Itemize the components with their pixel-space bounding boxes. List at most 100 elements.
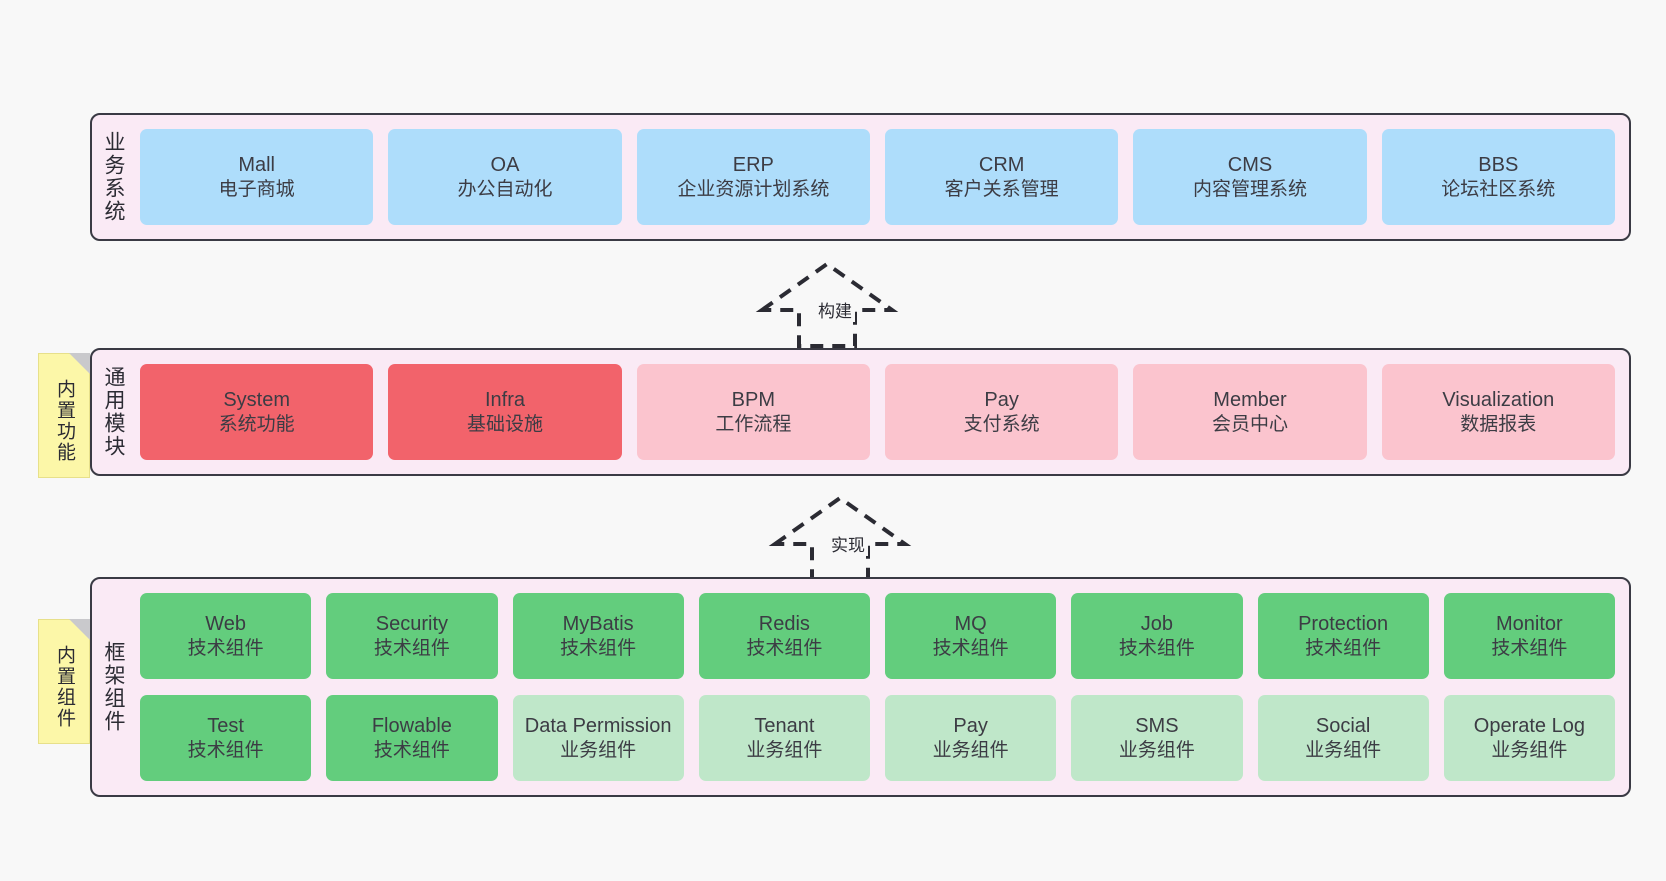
tile-title: Test (207, 715, 244, 738)
tile-test[interactable]: Test 技术组件 (140, 695, 312, 781)
arrow-build: 构建 (752, 258, 902, 350)
tile-redis[interactable]: Redis 技术组件 (698, 593, 870, 679)
tile-subtitle: 业务组件 (932, 739, 1009, 761)
tile-subtitle: 业务组件 (746, 739, 823, 761)
tile-title: Web (205, 613, 246, 636)
tile-title: Monitor (1496, 613, 1563, 636)
tile-subtitle: 技术组件 (1305, 637, 1382, 659)
tile-subtitle: 企业资源计划系统 (677, 178, 830, 200)
tile-oa[interactable]: OA 办公自动化 (388, 129, 622, 225)
tile-subtitle: 数据报表 (1460, 413, 1537, 435)
tile-subtitle: 技术组件 (373, 637, 450, 659)
tile-title: Operate Log (1473, 715, 1585, 738)
tile-flowable[interactable]: Flowable 技术组件 (326, 695, 498, 781)
tile-subtitle: 办公自动化 (457, 178, 553, 200)
tile-subtitle: 技术组件 (187, 739, 264, 761)
tile-title: Job (1140, 613, 1173, 636)
dashed-generalization-arrow-icon (768, 495, 912, 582)
tile-subtitle: 电子商城 (218, 178, 295, 200)
tile-title: Security (375, 613, 448, 636)
tile-subtitle: 内容管理系统 (1192, 178, 1307, 200)
tile-infra[interactable]: Infra 基础设施 (388, 364, 622, 460)
tile-title: CMS (1227, 154, 1273, 177)
tile-subtitle: 业务组件 (1491, 739, 1568, 761)
tile-job[interactable]: Job 技术组件 (1071, 593, 1243, 679)
tile-subtitle: 基础设施 (466, 413, 543, 435)
tile-crm[interactable]: CRM 客户关系管理 (884, 129, 1119, 225)
tile-title: BBS (1478, 154, 1519, 177)
tile-title: OA (490, 154, 520, 177)
section-business-systems: 业务系统 Mall 电子商城 OA 办公自动化 ERP 企业资源计划系统 CRM… (90, 113, 1631, 241)
section-body-framework-components: Web 技术组件 Security 技术组件 MyBatis 技术组件 Redi… (134, 579, 1629, 795)
sticky-note-builtin-functions: 内置功能 (38, 353, 90, 478)
tile-subtitle: 会员中心 (1211, 413, 1288, 435)
tile-monitor[interactable]: Monitor 技术组件 (1443, 593, 1615, 679)
tile-tenant[interactable]: Tenant 业务组件 (698, 695, 870, 781)
tile-subtitle: 技术组件 (373, 739, 450, 761)
tile-mq[interactable]: MQ 技术组件 (885, 593, 1057, 679)
tile-subtitle: 系统功能 (218, 413, 295, 435)
tile-sms[interactable]: SMS 业务组件 (1071, 695, 1243, 781)
tile-title: Tenant (754, 715, 815, 738)
tile-title: System (223, 389, 290, 412)
tile-mall[interactable]: Mall 电子商城 (140, 129, 374, 225)
tile-erp[interactable]: ERP 企业资源计划系统 (636, 129, 870, 225)
tile-pay-module[interactable]: Pay 支付系统 (884, 364, 1119, 460)
tile-visualization[interactable]: Visualization 数据报表 (1381, 364, 1615, 460)
dashed-generalization-arrow-icon (755, 261, 899, 348)
tile-subtitle: 技术组件 (1491, 637, 1568, 659)
tile-mybatis[interactable]: MyBatis 技术组件 (512, 593, 684, 679)
tile-title: Member (1213, 389, 1287, 412)
tile-title: Redis (758, 613, 810, 636)
section-body-common-modules: System 系统功能 Infra 基础设施 BPM 工作流程 Pay 支付系统… (134, 350, 1629, 474)
tile-title: Mall (238, 154, 275, 177)
section-title-business-systems: 业务系统 (102, 131, 126, 223)
tile-social[interactable]: Social 业务组件 (1257, 695, 1429, 781)
tile-title: SMS (1135, 715, 1179, 738)
tile-title: MQ (954, 613, 987, 636)
tile-title: Flowable (371, 715, 452, 738)
tile-subtitle: 支付系统 (963, 413, 1040, 435)
tile-member[interactable]: Member 会员中心 (1133, 364, 1367, 460)
tile-bbs[interactable]: BBS 论坛社区系统 (1381, 129, 1615, 225)
sticky-note-builtin-components: 内置组件 (38, 619, 90, 744)
tile-title: ERP (732, 154, 774, 177)
tile-row: Mall 电子商城 OA 办公自动化 ERP 企业资源计划系统 CRM 客户关系… (140, 129, 1615, 225)
tile-data-permission[interactable]: Data Permission 业务组件 (512, 695, 684, 781)
tile-title: Infra (484, 389, 525, 412)
tile-operate-log[interactable]: Operate Log 业务组件 (1443, 695, 1615, 781)
section-common-modules: 通用模块 System 系统功能 Infra 基础设施 BPM 工作流程 Pay… (90, 348, 1631, 476)
tile-subtitle: 工作流程 (715, 413, 792, 435)
tile-row: Test 技术组件 Flowable 技术组件 Data Permission … (140, 695, 1615, 781)
tile-bpm[interactable]: BPM 工作流程 (636, 364, 870, 460)
tile-subtitle: 技术组件 (187, 637, 264, 659)
tile-subtitle: 技术组件 (932, 637, 1009, 659)
tile-subtitle: 技术组件 (746, 637, 823, 659)
tile-subtitle: 业务组件 (1118, 739, 1195, 761)
tile-title: BPM (731, 389, 775, 412)
tile-system[interactable]: System 系统功能 (140, 364, 374, 460)
tile-subtitle: 技术组件 (1118, 637, 1195, 659)
tile-pay-component[interactable]: Pay 业务组件 (885, 695, 1057, 781)
tile-web[interactable]: Web 技术组件 (140, 593, 312, 679)
tile-cms[interactable]: CMS 内容管理系统 (1133, 129, 1367, 225)
tile-title: MyBatis (562, 613, 634, 636)
tile-title: Social (1315, 715, 1371, 738)
tile-subtitle: 技术组件 (560, 637, 637, 659)
arrow-implement: 实现 (765, 492, 915, 584)
tile-title: Visualization (1442, 389, 1555, 412)
tile-title: Data Permission (524, 715, 672, 738)
arrow-label-build: 构建 (815, 297, 855, 322)
section-title-common-modules: 通用模块 (102, 366, 126, 458)
tile-title: Protection (1298, 613, 1389, 636)
tile-row: System 系统功能 Infra 基础设施 BPM 工作流程 Pay 支付系统… (140, 364, 1615, 460)
tile-row: Web 技术组件 Security 技术组件 MyBatis 技术组件 Redi… (140, 593, 1615, 679)
tile-title: CRM (978, 154, 1025, 177)
tile-title: Pay (984, 389, 1019, 412)
tile-protection[interactable]: Protection 技术组件 (1257, 593, 1429, 679)
section-title-framework-components: 框架组件 (102, 641, 126, 733)
tile-security[interactable]: Security 技术组件 (326, 593, 498, 679)
section-framework-components: 框架组件 Web 技术组件 Security 技术组件 MyBatis 技术组件… (90, 577, 1631, 797)
tile-subtitle: 客户关系管理 (944, 178, 1059, 200)
